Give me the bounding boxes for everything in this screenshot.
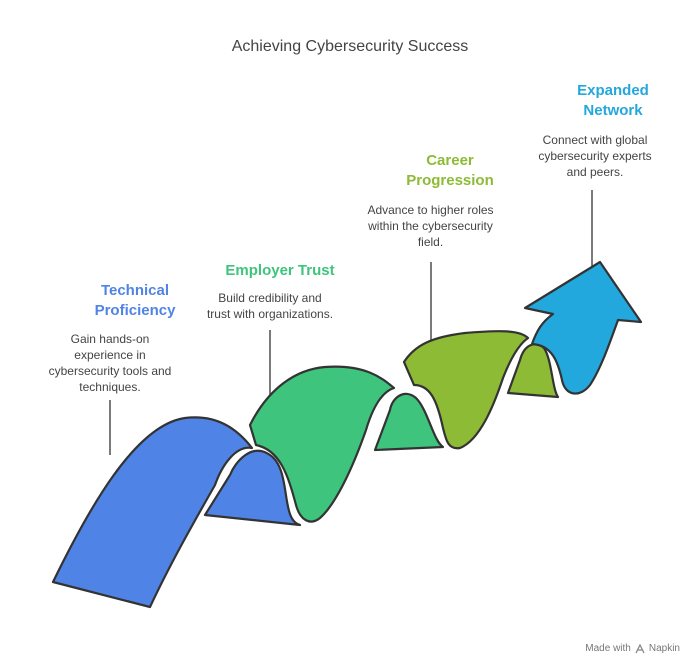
ribbon-segment-career-progression: [402, 330, 530, 450]
napkin-watermark[interactable]: Made with Napkin: [585, 643, 680, 654]
step-desc-line: Advance to higher roles: [367, 203, 494, 217]
step-title-line: Technical: [100, 282, 170, 299]
napkin-logo-icon: [635, 643, 645, 654]
footer-brand: Napkin: [648, 643, 680, 654]
step-title-line: Career: [426, 152, 474, 169]
step-desc-line: techniques.: [79, 380, 141, 394]
step-desc-line: cybersecurity tools and: [48, 364, 172, 378]
step-desc-line: field.: [417, 235, 444, 249]
ribbon-fold-1: [203, 449, 302, 527]
step-desc-line: Connect with global: [542, 133, 648, 147]
step-desc-line: cybersecurity experts: [538, 149, 652, 163]
footer-label: Made with: [585, 643, 631, 654]
step-desc-technical-proficiency: Gain hands-on experience in cybersecurit…: [30, 331, 190, 395]
ribbon-fold-2: [373, 392, 445, 452]
step-desc-career-progression: Advance to higher roles within the cyber…: [353, 202, 508, 250]
step-desc-line: trust with organizations.: [206, 307, 334, 321]
step-desc-employer-trust: Build credibility and trust with organiz…: [195, 290, 345, 322]
ribbon-segment-employer-trust: [248, 365, 396, 523]
step-desc-expanded-network: Connect with global cybersecurity expert…: [520, 132, 670, 180]
step-title-technical-proficiency: Technical Proficiency: [60, 281, 210, 321]
step-title-career-progression: Career Progression: [375, 151, 525, 191]
step-title-employer-trust: Employer Trust: [200, 261, 360, 281]
step-title-line: Employer Trust: [225, 262, 335, 279]
step-desc-line: within the cybersecurity: [368, 219, 493, 233]
step-desc-line: and peers.: [566, 165, 624, 179]
step-desc-line: Gain hands-on: [70, 332, 150, 346]
step-title-line: Proficiency: [94, 302, 176, 319]
step-desc-line: experience in: [74, 348, 146, 362]
ribbon-segment-technical-proficiency: [51, 416, 254, 609]
step-title-line: Expanded: [577, 82, 649, 99]
step-title-line: Progression: [406, 172, 494, 189]
step-title-line: Network: [583, 102, 643, 119]
ribbon-segment-expanded-network-arrow: [523, 260, 643, 395]
diagram-title: Achieving Cybersecurity Success: [231, 38, 469, 55]
step-desc-line: Build credibility and: [218, 291, 322, 305]
step-title-expanded-network: Expanded Network: [538, 81, 688, 121]
